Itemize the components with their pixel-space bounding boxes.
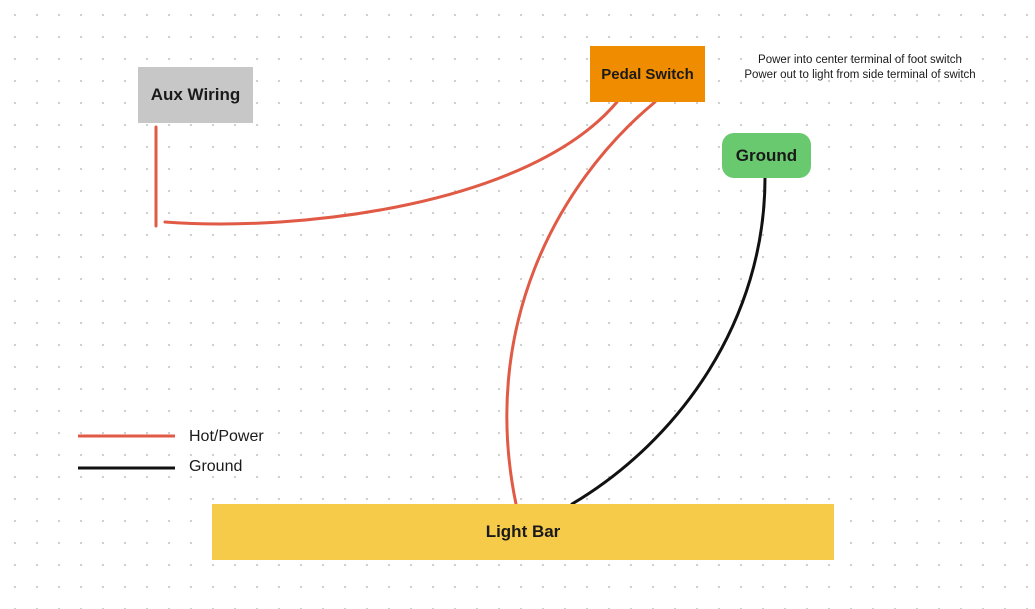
aux-wiring-box: Aux Wiring — [138, 67, 253, 123]
light-bar-label: Light Bar — [485, 522, 561, 541]
switch-wiring-note-line-2: Power out to light from side terminal of… — [744, 69, 976, 81]
ground-box: Ground — [722, 133, 811, 178]
pedal-switch-label: Pedal Switch — [601, 65, 694, 83]
aux-wiring-label: Aux Wiring — [150, 85, 241, 104]
pedal-switch-box: Pedal Switch — [590, 46, 705, 102]
ground-wire-to-lightbar — [570, 176, 767, 506]
legend-hot-label: Hot/Power — [189, 428, 264, 445]
hot-wire-pedal-to-lightbar — [505, 100, 657, 506]
switch-wiring-note-line-1: Power into center terminal of foot switc… — [758, 54, 962, 66]
legend-ground-label: Ground — [189, 458, 243, 475]
hot-wire-aux-to-pedal — [163, 100, 619, 226]
switch-wiring-note: Power into center terminal of foot switc… — [700, 53, 1020, 83]
light-bar-box: Light Bar — [212, 504, 834, 560]
ground-label: Ground — [735, 145, 798, 165]
